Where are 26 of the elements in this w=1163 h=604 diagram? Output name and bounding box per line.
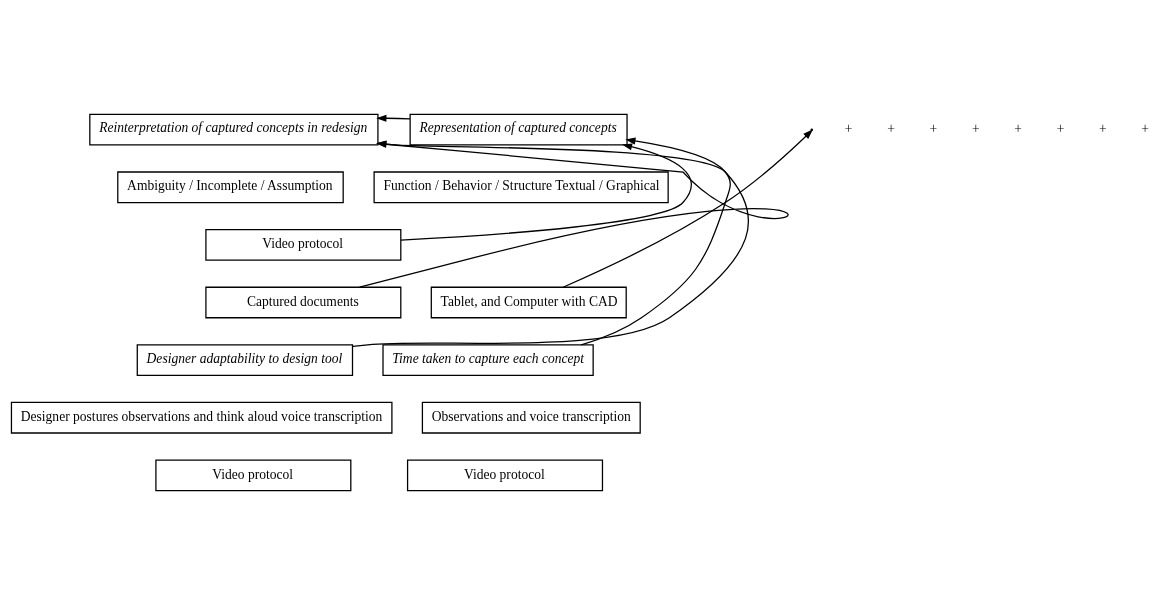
label: + (1014, 120, 1022, 136)
label: + (1099, 120, 1107, 136)
node-box: Video protocol (406, 458, 604, 491)
label: + (844, 120, 853, 136)
node-box: Observations and voice transcription (421, 401, 641, 434)
arrow (376, 114, 411, 122)
node-box: Reinterpretation of captured concepts in redesign (89, 113, 379, 146)
node-box: Video protocol (155, 458, 352, 491)
node-box: Ambiguity / Incomplete / Assumption (117, 170, 344, 203)
label: + (1141, 120, 1150, 136)
node-box: Time taken to capture each concept (382, 343, 594, 376)
node-box: Function / Behavior / Structure Textual / Graphical (373, 170, 669, 203)
label: + (1056, 120, 1065, 136)
node-box: Designer postures observations and think aloud voice transcription (10, 401, 393, 434)
label: + (887, 120, 895, 136)
node-box: Tablet, and Computer with CAD (430, 286, 627, 318)
node-box: Captured documents (205, 286, 402, 318)
arrow (352, 140, 749, 347)
node-box: Video protocol (205, 228, 402, 261)
arrow (400, 142, 692, 241)
label: + (929, 120, 938, 136)
arrow (580, 137, 731, 345)
arrow (359, 140, 788, 288)
label: + (971, 120, 980, 136)
node-box: Representation of captured concepts (409, 113, 628, 146)
node-box: Designer adaptability to design tool (136, 343, 354, 376)
